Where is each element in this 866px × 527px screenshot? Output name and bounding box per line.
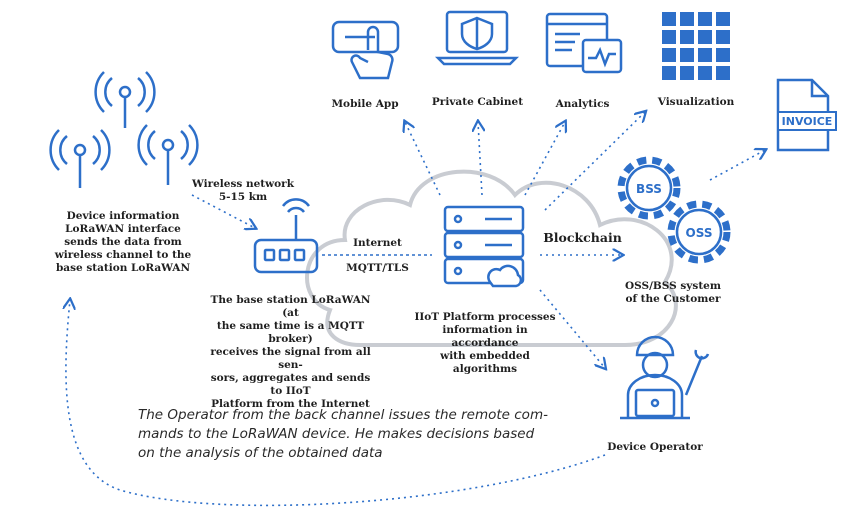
label-blockchain: Blockchain [543,230,622,245]
analytics-icon [545,12,623,74]
invoice-icon: INVOICE [776,78,837,152]
tower-right-icon [137,124,199,185]
server-icon [443,205,525,288]
connector-arrows [66,112,765,507]
label-visualization: Visualization [657,96,735,108]
label-wireless: Wireless network 5-15 km [192,178,294,203]
label-mobile-app: Mobile App [331,98,399,110]
label-analytics: Analytics [555,98,610,110]
arrow-to-cabinet [478,122,482,196]
label-oss-bss: OSS/BSS system of the Customer [625,280,721,305]
arrow-to-invoice [709,150,765,181]
oss-text: OSS [686,226,713,240]
label-private-cabinet: Private Cabinet [431,96,524,108]
arrow-to-mobile [405,122,441,196]
tower-left-icon [49,129,111,188]
bss-gear-icon: BSS [617,156,681,220]
arrow-back-channel [66,300,606,507]
oss-gear-icon: OSS [667,200,731,264]
invoice-text: INVOICE [782,115,833,128]
tower-top-icon [94,71,156,128]
label-device-operator: Device Operator [607,441,703,453]
laptop-shield-icon [434,10,520,66]
label-mqtt: MQTT/TLS [346,262,409,274]
operator-icon [620,335,710,420]
label-internet: Internet [353,237,402,249]
mobile-app-icon [331,20,400,80]
label-base-station: The base station LoRaWAN (at the same ti… [210,294,371,410]
cloud-shape [305,169,678,347]
router-icon [253,198,319,274]
arrow-to-operator [539,289,605,368]
label-iiot: IIoT Platform processes information in a… [414,311,556,375]
bss-text: BSS [636,182,662,196]
arrow-to-analytics [524,122,565,196]
operator-description: The Operator from the back channel issue… [138,407,548,461]
label-device-info: Device information LoRaWAN interface sen… [54,210,192,274]
radio-tower-icons [49,71,199,188]
visualization-grid-icon [662,12,730,80]
